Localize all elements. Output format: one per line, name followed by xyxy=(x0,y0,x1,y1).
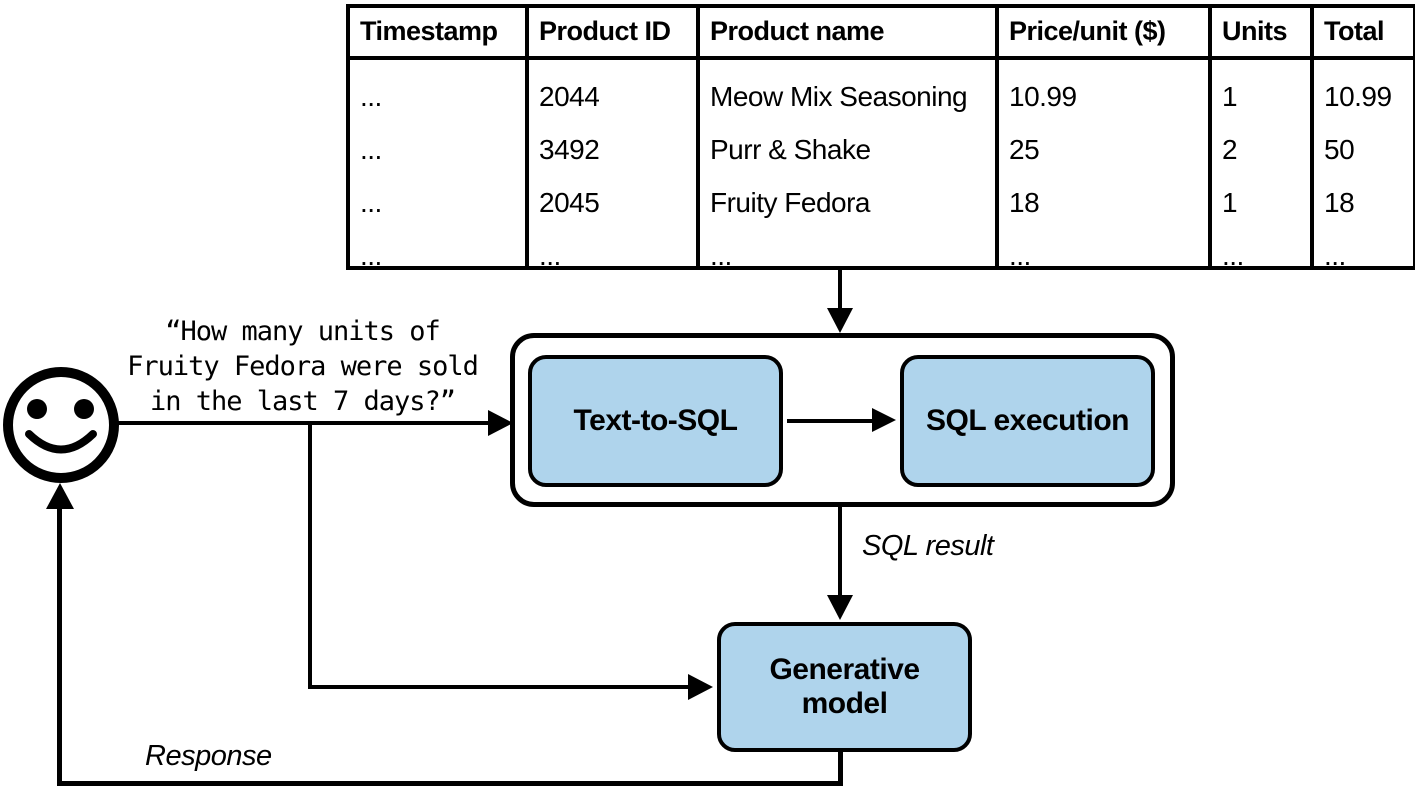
table-cell: Purr & Shake xyxy=(710,134,871,165)
sql-execution-box: SQL execution xyxy=(900,355,1155,487)
table-column-units: 1 2 1 ... xyxy=(1212,60,1314,266)
table-header-total: Total xyxy=(1314,8,1413,60)
table-cell: Meow Mix Seasoning xyxy=(710,81,968,112)
table-cell: 1 xyxy=(1222,81,1238,112)
arrow-branch-horizontal-line xyxy=(308,685,690,689)
table-cell: 2044 xyxy=(539,81,600,112)
table-cell: 10.99 xyxy=(1009,81,1077,112)
arrow-table-line xyxy=(838,270,842,310)
table-cell: 2045 xyxy=(539,187,600,218)
arrow-steps-head-icon xyxy=(872,408,896,432)
arrow-branch-vertical-line xyxy=(308,421,312,689)
table-cell: 3492 xyxy=(539,134,600,165)
table-header-product-id: Product ID xyxy=(529,8,700,60)
table-cell: ... xyxy=(1222,240,1244,266)
arrow-sql-result-head-icon xyxy=(827,595,853,620)
arrow-question-line xyxy=(116,421,490,425)
table-cell: 50 xyxy=(1324,134,1355,165)
table-header-product-name: Product name xyxy=(700,8,999,60)
table-cell: ... xyxy=(360,134,382,165)
table-column-product-name: Meow Mix Seasoning Purr & Shake Fruity F… xyxy=(700,60,999,266)
table-header-price-unit: Price/unit ($) xyxy=(999,8,1212,60)
generative-model-box: Generative model xyxy=(717,622,972,752)
table-cell: 1 xyxy=(1222,187,1238,218)
sales-table: Timestamp Product ID Product name Price/… xyxy=(346,4,1415,270)
text-to-sql-box: Text-to-SQL xyxy=(528,355,783,487)
table-header-timestamp: Timestamp xyxy=(350,8,529,60)
arrow-branch-head-icon xyxy=(688,674,713,700)
user-question-text: “How many units of Fruity Fedora were so… xyxy=(127,316,479,417)
table-cell: ... xyxy=(539,240,561,266)
table-column-total: 10.99 50 18 ... xyxy=(1314,60,1413,266)
response-label: Response xyxy=(145,740,272,772)
table-column-price-unit: 10.99 25 18 ... xyxy=(999,60,1212,266)
table-column-product-id: 2044 3492 2045 ... xyxy=(529,60,700,266)
text-to-sql-label: Text-to-SQL xyxy=(573,404,738,437)
table-cell: ... xyxy=(710,240,732,266)
table-cell: Fruity Fedora xyxy=(710,187,871,218)
response-path-drop-line xyxy=(838,750,843,786)
table-cell: ... xyxy=(1009,240,1031,266)
user-smiley-icon xyxy=(3,367,119,483)
table-column-timestamp: ... ... ... ... xyxy=(350,60,529,266)
arrow-table-head-icon xyxy=(827,308,853,333)
sql-execution-label: SQL execution xyxy=(925,404,1130,437)
table-cell: ... xyxy=(360,240,382,266)
response-path-left-line xyxy=(57,506,62,786)
table-cell: ... xyxy=(360,187,382,218)
arrow-sql-result-line xyxy=(838,507,842,597)
table-header-units: Units xyxy=(1212,8,1314,60)
table-cell: ... xyxy=(360,81,382,112)
generative-model-label: Generative model xyxy=(769,653,920,720)
sql-result-label: SQL result xyxy=(862,530,994,562)
table-cell: 18 xyxy=(1324,187,1355,218)
table-cell: 2 xyxy=(1222,134,1238,165)
response-path-bottom-line xyxy=(57,781,843,786)
arrow-question-head-icon xyxy=(488,410,513,436)
arrow-response-head-icon xyxy=(46,483,74,509)
table-cell: ... xyxy=(1324,240,1346,266)
arrow-steps-line xyxy=(787,419,874,423)
table-cell: 18 xyxy=(1009,187,1040,218)
table-cell: 25 xyxy=(1009,134,1040,165)
table-cell: 10.99 xyxy=(1324,81,1392,112)
